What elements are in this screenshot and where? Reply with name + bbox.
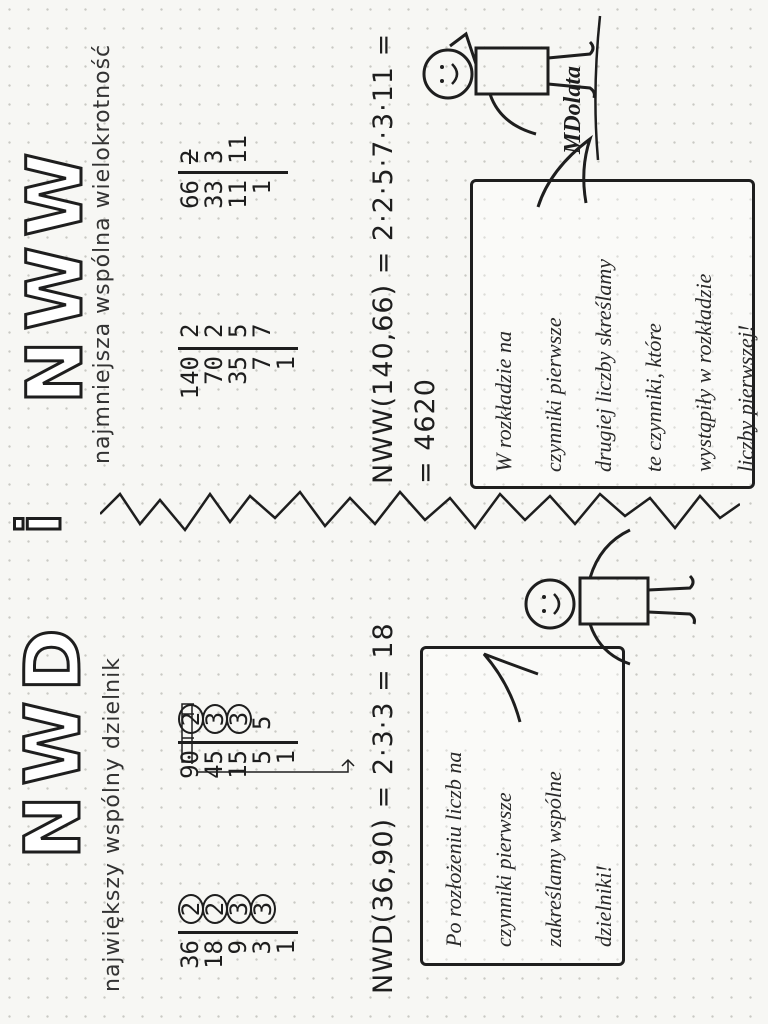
number-cell: 70 bbox=[200, 356, 228, 385]
number-cell: 11 bbox=[224, 180, 252, 209]
bubble-line: dzielniki! bbox=[591, 865, 616, 947]
nww-formula-line1: NWW(140,66) = 2·2·5·7·3·11 = bbox=[368, 32, 399, 484]
common-divisor-bracket bbox=[181, 703, 355, 773]
zigzag-divider bbox=[100, 490, 740, 533]
divisor-cell: 2 bbox=[200, 323, 228, 338]
nww-title: NWW bbox=[9, 141, 101, 405]
signature: MDolata bbox=[560, 65, 586, 154]
bubble-tail bbox=[536, 134, 593, 208]
nww-table-b-divisors: 2 3 11 bbox=[176, 135, 252, 164]
divisor-cell: 11 bbox=[224, 135, 252, 164]
number-cell: 1 bbox=[272, 356, 300, 371]
nwd-subtitle: największy wspólny dzielnik bbox=[100, 657, 125, 992]
circled-divisor: 3 bbox=[249, 894, 277, 924]
signature-underline bbox=[594, 15, 602, 161]
divisor-cell: 7 bbox=[248, 323, 276, 338]
nwd-table-a-numbers: 36 18 9 3 1 bbox=[176, 940, 300, 984]
division-line bbox=[178, 931, 298, 934]
number-cell: 3 bbox=[248, 940, 276, 955]
struck-divisor: 2 bbox=[176, 149, 204, 164]
number-cell: 1 bbox=[272, 940, 300, 955]
nww-table-a-divisors: 2 2 5 7 bbox=[176, 323, 276, 338]
nwd-title: NWD bbox=[7, 617, 99, 861]
bubble-tail bbox=[482, 652, 539, 723]
nww-table-a-numbers: 140 70 35 7 1 bbox=[176, 356, 300, 414]
number-cell: 66 bbox=[176, 180, 204, 209]
division-line bbox=[178, 171, 288, 174]
nwd-stick-figure bbox=[524, 528, 696, 666]
nww-subtitle: najmniejsza wspólna wielokrotność bbox=[90, 43, 115, 464]
bubble-line: drugiej liczby skreślamy bbox=[591, 258, 616, 472]
number-cell: 1 bbox=[248, 180, 276, 195]
number-cell: 18 bbox=[200, 940, 228, 969]
nww-factor-table-b: 66 33 11 1 2 3 11 bbox=[176, 64, 308, 224]
divisor-cell: 2 bbox=[176, 323, 204, 338]
bubble-line: W rozkładzie na bbox=[491, 331, 516, 472]
nwd-table-a-divisors: 2 2 3 3 bbox=[177, 894, 277, 924]
number-cell: 35 bbox=[224, 356, 252, 385]
connector-word: i bbox=[4, 512, 77, 536]
nwd-factor-table-a: 36 18 9 3 1 2 2 3 3 bbox=[176, 834, 308, 984]
number-cell: 36 bbox=[176, 940, 204, 969]
nww-table-b-numbers: 66 33 11 1 bbox=[176, 180, 276, 224]
bubble-line: wystąpiły w rozkładzie bbox=[691, 273, 716, 472]
nww-stick-figure bbox=[422, 31, 596, 136]
bubble-line: czynniki pierwsze bbox=[541, 317, 566, 472]
number-cell: 7 bbox=[248, 356, 276, 371]
bubble-line: liczby pierwszej! bbox=[733, 324, 758, 472]
divisor-cell: 5 bbox=[224, 323, 252, 338]
bubble-line: te czynniki, które bbox=[641, 323, 666, 472]
nww-formula-line2: = 4620 bbox=[410, 378, 441, 484]
number-cell: 9 bbox=[224, 940, 252, 955]
number-cell: 33 bbox=[200, 180, 228, 209]
nww-speech-bubble: W rozkładzie na czynniki pierwsze drugie… bbox=[470, 179, 758, 489]
divisor-cell: 3 bbox=[200, 149, 228, 164]
bubble-line: Po rozłożeniu liczb na bbox=[441, 751, 466, 947]
nwd-formula: NWD(36,90) = 2·3·3 = 18 bbox=[368, 622, 399, 994]
nww-factor-table-a: 140 70 35 7 1 2 2 5 7 bbox=[176, 234, 308, 414]
number-cell: 140 bbox=[176, 356, 204, 400]
division-line bbox=[178, 347, 298, 350]
